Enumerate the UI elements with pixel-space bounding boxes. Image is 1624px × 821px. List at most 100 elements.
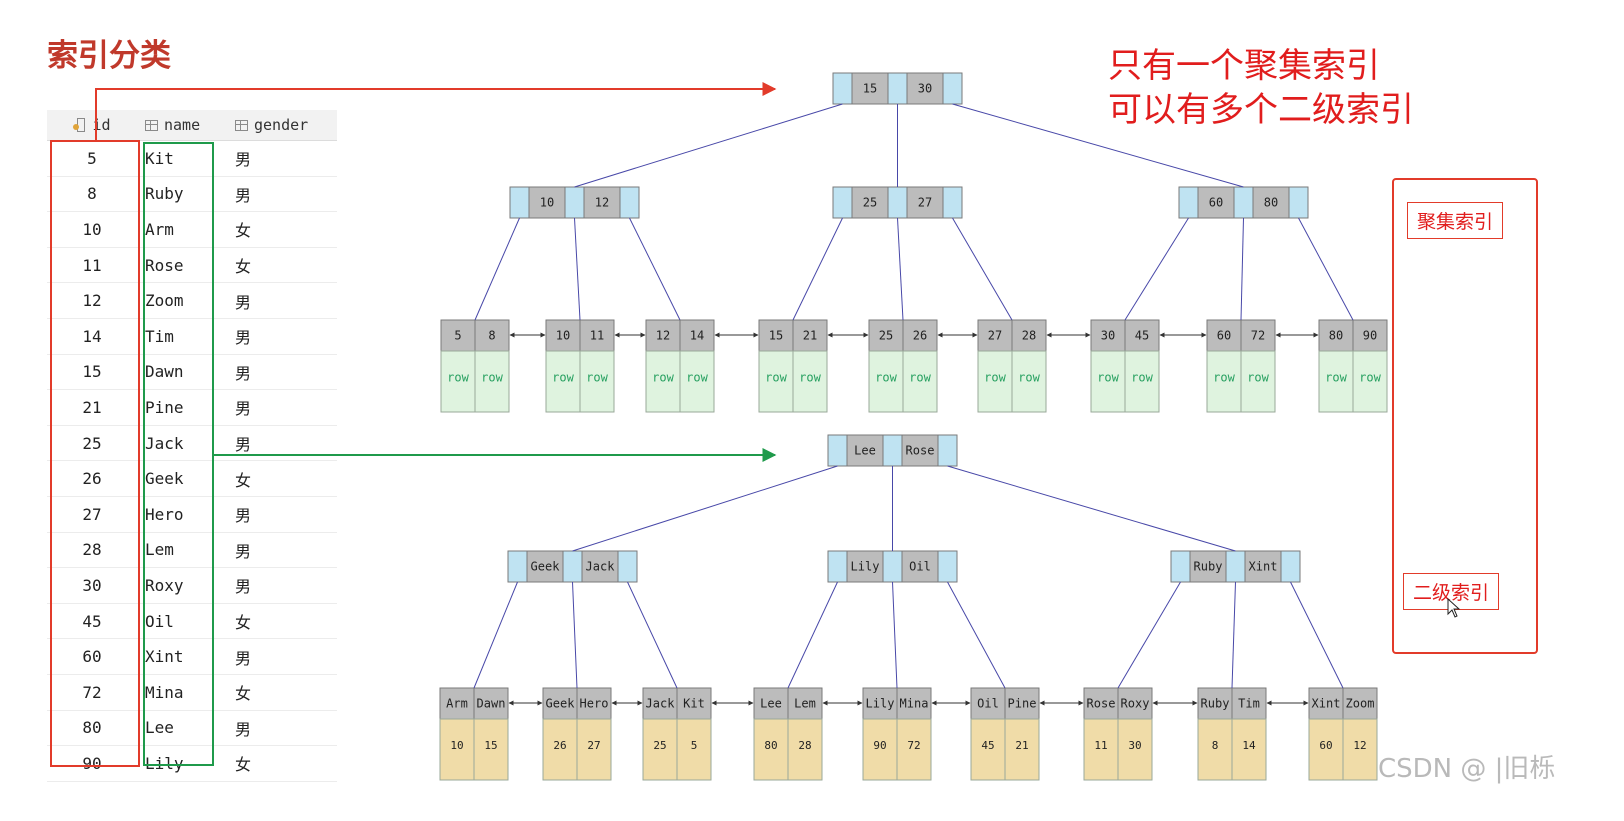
node-key-cell xyxy=(901,550,939,583)
clustered_tree-leaf-node-data-cell xyxy=(679,350,715,413)
clustered_tree-edge xyxy=(1298,217,1354,321)
column-header-label: gender xyxy=(254,116,309,134)
secondary_tree-leaf-node-data-cell xyxy=(576,718,612,781)
clustered_tree-leaf-node-data-cell xyxy=(1318,350,1354,413)
secondary_tree-leaf-node-data: 28 xyxy=(798,739,811,752)
secondary_tree-leaf-node-data-cell xyxy=(787,718,823,781)
node-pointer-cell xyxy=(937,550,958,583)
cell-gender: 男 xyxy=(235,719,252,739)
cell-id: 72 xyxy=(82,682,102,702)
secondary_tree-leaf-node-data: 11 xyxy=(1094,739,1107,752)
secondary_tree-internal-node-key: Xint xyxy=(1249,560,1278,574)
clustered_tree-leaf-node-key: 5 xyxy=(454,329,461,343)
clustered_tree-leaf-node-data-cell xyxy=(758,350,794,413)
clustered-index-label: 聚集索引 xyxy=(1407,202,1504,239)
clustered_tree-internal-node-key: 10 xyxy=(540,196,554,210)
cell-name: Xint xyxy=(145,647,184,667)
cell-gender: 女 xyxy=(235,221,252,241)
cell-gender: 女 xyxy=(235,755,252,775)
clustered_tree-leaf-node-data: row xyxy=(1131,371,1153,385)
node-pointer-cell xyxy=(942,72,963,105)
cell-id: 15 xyxy=(82,362,102,382)
clustered_tree-root-node-key: 15 xyxy=(863,82,877,96)
clustered_tree-edge xyxy=(574,217,581,321)
clustered_tree-leaf-node-data: row xyxy=(765,371,787,385)
clustered_tree-leaf-node-key: 12 xyxy=(656,329,670,343)
cell-name: Ruby xyxy=(145,184,184,204)
side-frame xyxy=(1392,178,1538,654)
secondary_tree-leaf-node-key: Roxy xyxy=(1121,697,1150,711)
cell-id: 80 xyxy=(82,718,102,738)
heading: 只有一个聚集索引 可以有多个二级索引 xyxy=(1108,44,1414,132)
cell-gender: 男 xyxy=(235,541,252,561)
column-header-name[interactable]: name xyxy=(137,116,227,134)
secondary_tree-leaf-node-key: Lee xyxy=(760,697,782,711)
secondary_tree-leaf-node-key: Hero xyxy=(580,697,609,711)
node-pointer-cell xyxy=(887,72,908,105)
column-icon xyxy=(235,119,248,131)
secondary_tree-root-node-key: Rose xyxy=(906,444,935,458)
clustered_tree-leaf-node-key: 8 xyxy=(488,329,495,343)
node-key-cell xyxy=(581,550,619,583)
cell-id: 8 xyxy=(87,184,97,204)
secondary_tree-leaf-node-key: Ruby xyxy=(1201,697,1230,711)
secondary_tree-leaf-node-key: Dawn xyxy=(477,697,506,711)
clustered_tree-leaf-node-data: row xyxy=(552,371,574,385)
clustered_tree-leaf-node-data: row xyxy=(586,371,608,385)
cell-id: 30 xyxy=(82,575,102,595)
cell-id: 21 xyxy=(82,397,102,417)
cell-name: Arm xyxy=(145,219,174,239)
secondary_tree-root-node-key: Lee xyxy=(854,444,876,458)
clustered_tree-edge xyxy=(792,217,843,321)
secondary_tree-leaf-node-data-cell xyxy=(970,718,1006,781)
column-header-gender[interactable]: gender xyxy=(227,116,337,134)
secondary_tree-internal-node-key: Geek xyxy=(531,560,561,574)
node-key-cell xyxy=(1189,550,1227,583)
clustered_tree-edge xyxy=(629,217,681,321)
node-pointer-cell xyxy=(617,550,638,583)
cell-name: Pine xyxy=(145,397,184,417)
secondary_tree-leaf-node-key: Jack xyxy=(646,697,676,711)
secondary_tree-edge xyxy=(947,465,1236,552)
node-key-cell xyxy=(906,186,944,219)
cell-id: 25 xyxy=(82,433,102,453)
cell-gender: 女 xyxy=(235,613,252,633)
secondary_tree-leaf-node-data: 14 xyxy=(1242,739,1256,752)
secondary_tree-edge xyxy=(572,581,578,689)
clustered_tree-edge xyxy=(1124,217,1189,321)
cell-name: Lem xyxy=(145,540,174,560)
secondary_tree-edge xyxy=(627,581,678,689)
clustered_tree-leaf-node-key: 80 xyxy=(1329,329,1343,343)
node-pointer-cell xyxy=(1280,550,1301,583)
node-key-cell xyxy=(526,550,564,583)
clustered_tree-leaf-node-key: 60 xyxy=(1217,329,1231,343)
clustered_tree-leaf-node-key: 45 xyxy=(1135,329,1149,343)
node-key-cell xyxy=(1252,186,1290,219)
secondary_tree-edge xyxy=(473,581,518,689)
secondary_tree-leaf-node-data-cell xyxy=(753,718,789,781)
secondary_tree-leaf-node-key: Mina xyxy=(900,697,929,711)
clustered_tree-internal-node-key: 80 xyxy=(1264,196,1278,210)
clustered_tree-leaf-node-data-cell xyxy=(474,350,510,413)
cell-id: 11 xyxy=(82,255,102,275)
clustered_tree-leaf-node-data-cell xyxy=(1011,350,1047,413)
